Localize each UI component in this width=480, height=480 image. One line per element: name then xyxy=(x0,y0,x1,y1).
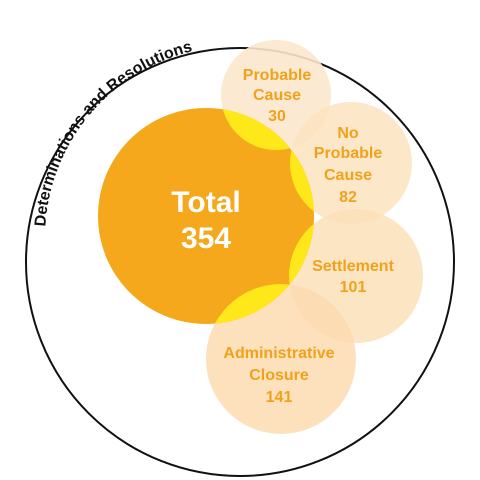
administrative-closure-value: 141 xyxy=(266,389,293,406)
no-probable-cause-value: 82 xyxy=(339,189,357,206)
bubble-total xyxy=(98,108,314,324)
no-probable-cause-label-line-3: Cause xyxy=(324,167,372,184)
settlement-label: Settlement xyxy=(312,258,394,275)
administrative-closure-label-line-1: Administrative xyxy=(223,345,334,362)
bubble-administrative-closure xyxy=(206,284,356,434)
probable-cause-value: 30 xyxy=(268,108,286,125)
bubble-no-probable-cause xyxy=(290,102,412,224)
total-value: 354 xyxy=(181,222,231,255)
no-probable-cause-label-line-1: No xyxy=(337,125,359,142)
no-probable-cause-label-line-2: Probable xyxy=(314,145,383,162)
administrative-closure-label-line-2: Closure xyxy=(249,367,309,384)
total-label: Total xyxy=(171,186,240,219)
probable-cause-label-line-2: Cause xyxy=(253,87,301,104)
settlement-value: 101 xyxy=(340,279,367,296)
probable-cause-label-line-1: Probable xyxy=(243,67,312,84)
